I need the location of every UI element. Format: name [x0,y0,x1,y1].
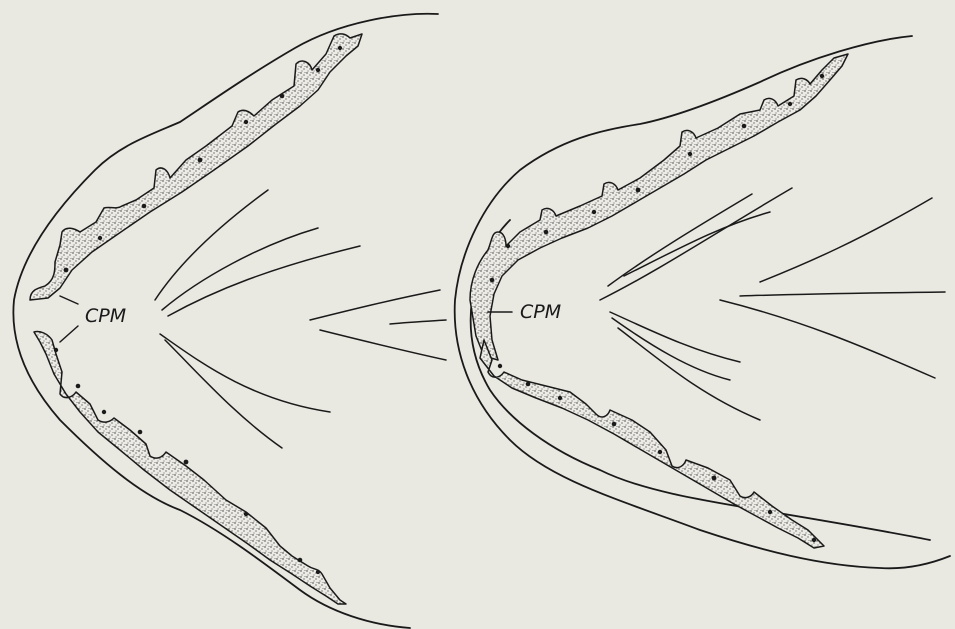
left-radiating-fibres [155,190,446,448]
left-cpm-leader-lower [60,326,78,342]
left-lower-nuclei [54,348,320,574]
left-cpm-leader-upper [60,296,78,304]
right-lower-epithelial-band [480,340,824,548]
left-lower-epithelial-band [34,331,346,604]
right-inner-outline [471,220,930,540]
left-specimen: CPM [13,14,446,628]
left-cpm-label: CPM [85,305,126,327]
right-radiating-fibres [600,188,945,420]
left-upper-epithelial-band [30,34,362,300]
left-outer-outline [13,14,438,628]
right-cpm-label: CPM [520,301,561,323]
right-specimen: CPM [455,36,950,568]
